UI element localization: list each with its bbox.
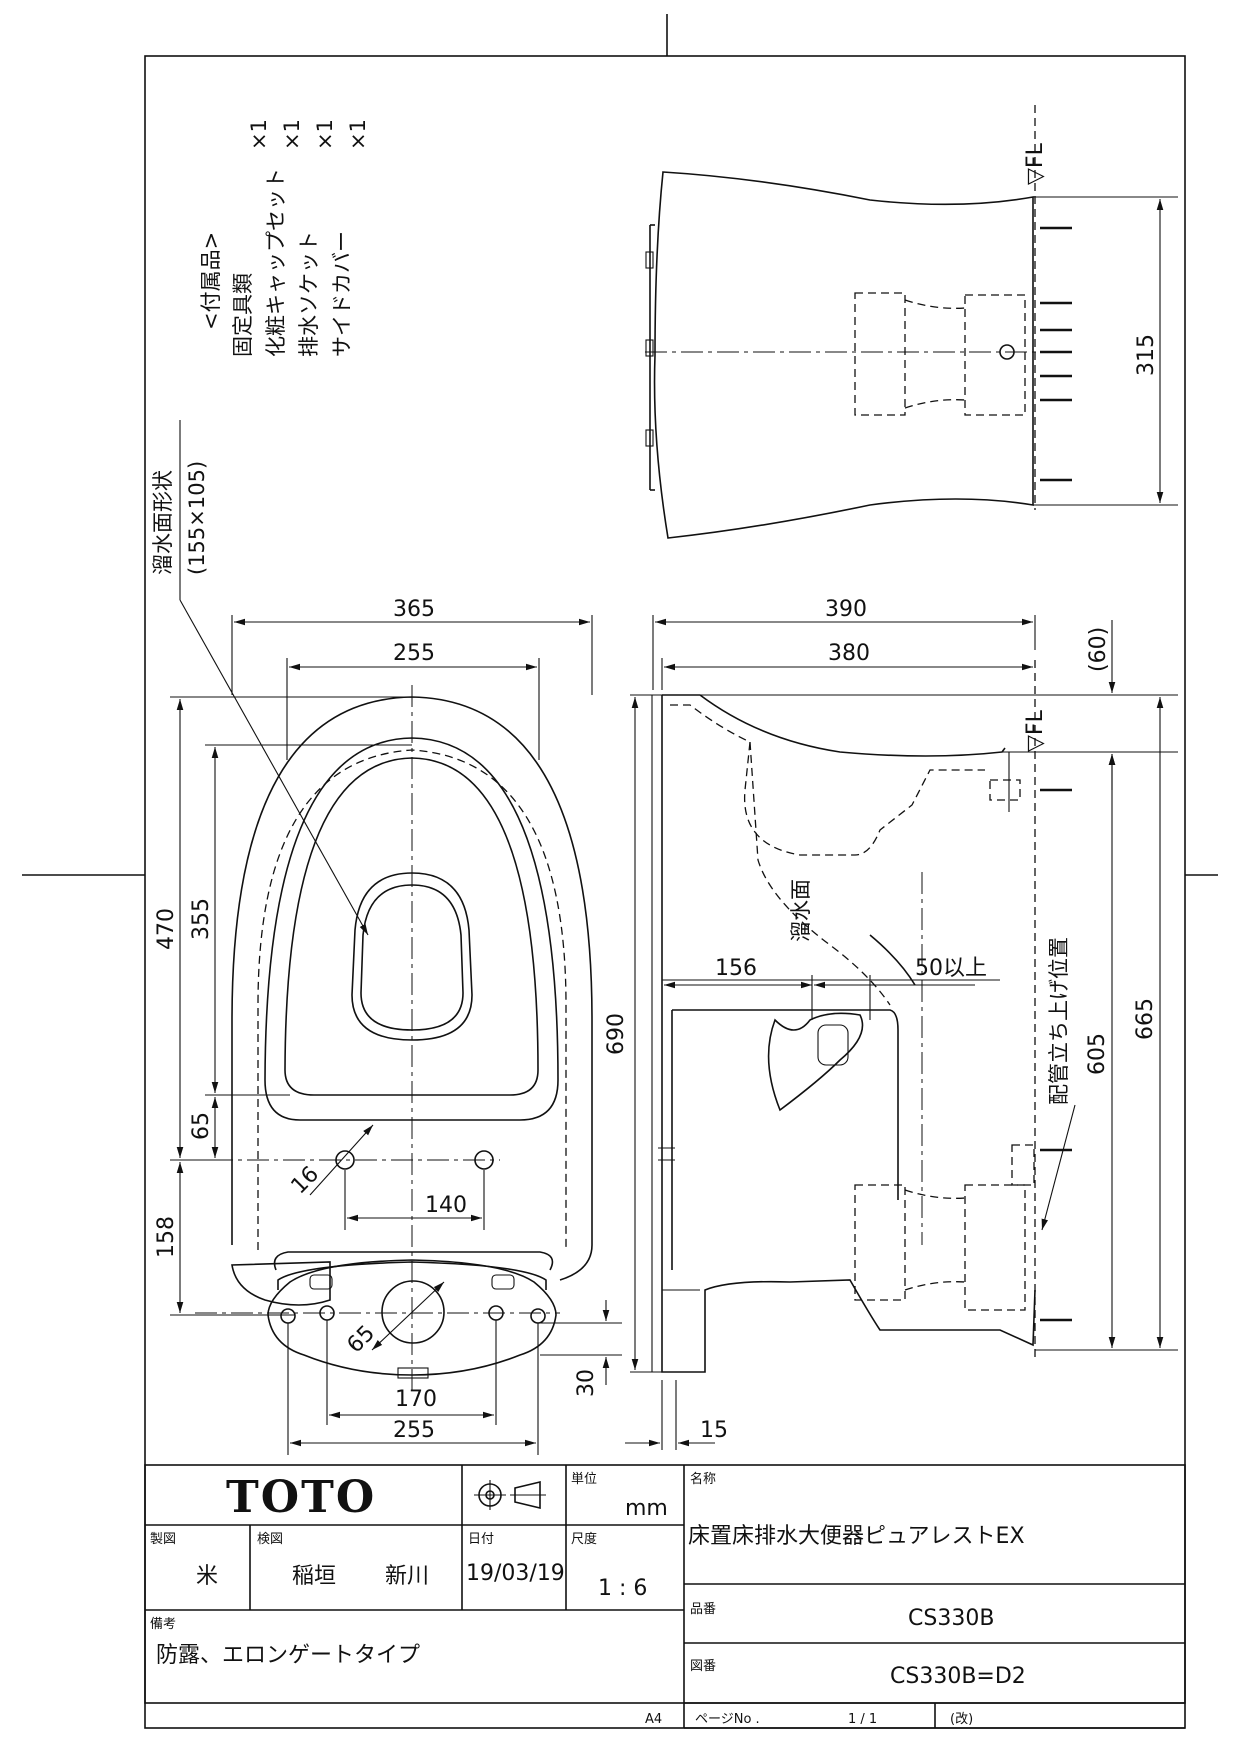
accessory-item-4: サイドカバー	[330, 231, 354, 357]
page-value: 1 / 1	[848, 1712, 877, 1727]
dim-690: 690	[604, 1013, 629, 1055]
dim-355: 355	[189, 898, 214, 940]
pipe-position-label: 配管立ち上げ位置	[1047, 937, 1071, 1105]
dim-390: 390	[825, 597, 867, 622]
drafter-label: 製図	[150, 1532, 176, 1547]
notes-value: 防露、エロンゲートタイプ	[156, 1643, 420, 1668]
accessory-qty-1: ×1	[247, 119, 271, 150]
dim-470: 470	[154, 908, 179, 950]
dim-65-left: 65	[189, 1112, 214, 1140]
accessory-item-2: 化粧キャップセット	[264, 168, 288, 357]
dim-30: 30	[574, 1369, 599, 1397]
side-view: 390 380 (60) 690 156 50以上 605 665 15 溜水面…	[604, 597, 1178, 1450]
fl-label-top: ▽FL	[1023, 142, 1048, 185]
dim-65-drain: 65	[343, 1321, 380, 1358]
anchor-screws-top	[1040, 226, 1072, 482]
dim-255-bottom: 255	[393, 1418, 435, 1443]
anchor-screws-side	[1040, 788, 1072, 1322]
toto-logo: TOTO	[226, 1472, 376, 1523]
unit-label: 単位	[571, 1471, 597, 1487]
drawing-label: 図番	[690, 1659, 716, 1674]
drawing-value: CS330B=D2	[890, 1664, 1026, 1689]
page-label: ページNo .	[695, 1712, 760, 1727]
checker-value-2: 新川	[385, 1564, 429, 1589]
accessory-item-3: 排水ソケット	[297, 231, 321, 357]
product-label: 品番	[690, 1602, 716, 1617]
projection-symbol	[474, 1480, 546, 1510]
name-value: 床置床排水大便器ピュアレストEX	[688, 1524, 1025, 1549]
name-label: 名称	[690, 1471, 716, 1487]
dim-15: 15	[700, 1418, 728, 1443]
dim-665: 665	[1133, 998, 1158, 1040]
top-view: 315 ▽FL	[645, 105, 1178, 539]
accessory-heading: <付属品>	[199, 232, 223, 330]
dim-605: 605	[1085, 1033, 1110, 1075]
sheet-frame	[22, 14, 1218, 1729]
water-surface-size-label: (155×105)	[185, 461, 209, 575]
water-surface-shape-label: 溜水面形状	[151, 470, 175, 575]
dim-380: 380	[828, 641, 870, 666]
dim-315: 315	[1134, 334, 1159, 376]
accessory-item-1: 固定具類	[231, 273, 255, 357]
plan-view: 365 255 470 355 65 158 16 140 65 170	[151, 420, 622, 1455]
date-label: 日付	[468, 1532, 494, 1547]
accessory-list: <付属品> 固定具類 化粧キャップセット 排水ソケット サイドカバー ×1 ×1…	[199, 119, 370, 357]
dim-60: (60)	[1086, 627, 1111, 672]
scale-label: 尺度	[571, 1531, 597, 1547]
notes-label: 備考	[150, 1616, 176, 1632]
paper-size: A4	[645, 1712, 662, 1727]
accessory-qty-2: ×1	[280, 119, 304, 150]
water-surface-label: 溜水面	[789, 879, 813, 942]
title-block: TOTO 単位 mm 名称 床置床排水大便器ピュアレストEX 製図 米 検図 稲…	[144, 1464, 1186, 1729]
date-value: 19/03/19	[466, 1561, 565, 1586]
fl-label-side: ▽FL	[1023, 709, 1048, 752]
accessory-qty-4: ×1	[346, 119, 370, 150]
checker-label: 検図	[257, 1532, 283, 1547]
dim-158: 158	[154, 1216, 179, 1258]
checker-value-1: 稲垣	[292, 1564, 336, 1589]
dim-365: 365	[393, 597, 435, 622]
dim-50: 50以上	[915, 956, 987, 981]
unit-value: mm	[625, 1496, 668, 1521]
scale-value: 1 : 6	[598, 1576, 647, 1601]
drafter-value: 米	[196, 1564, 218, 1589]
dim-156: 156	[715, 956, 757, 981]
product-value: CS330B	[908, 1606, 994, 1631]
accessory-qty-3: ×1	[313, 119, 337, 150]
dim-170: 170	[395, 1387, 437, 1412]
dim-16: 16	[287, 1162, 324, 1199]
dim-255-top: 255	[393, 641, 435, 666]
dim-140: 140	[425, 1193, 467, 1218]
revision-label: (改)	[950, 1712, 973, 1727]
